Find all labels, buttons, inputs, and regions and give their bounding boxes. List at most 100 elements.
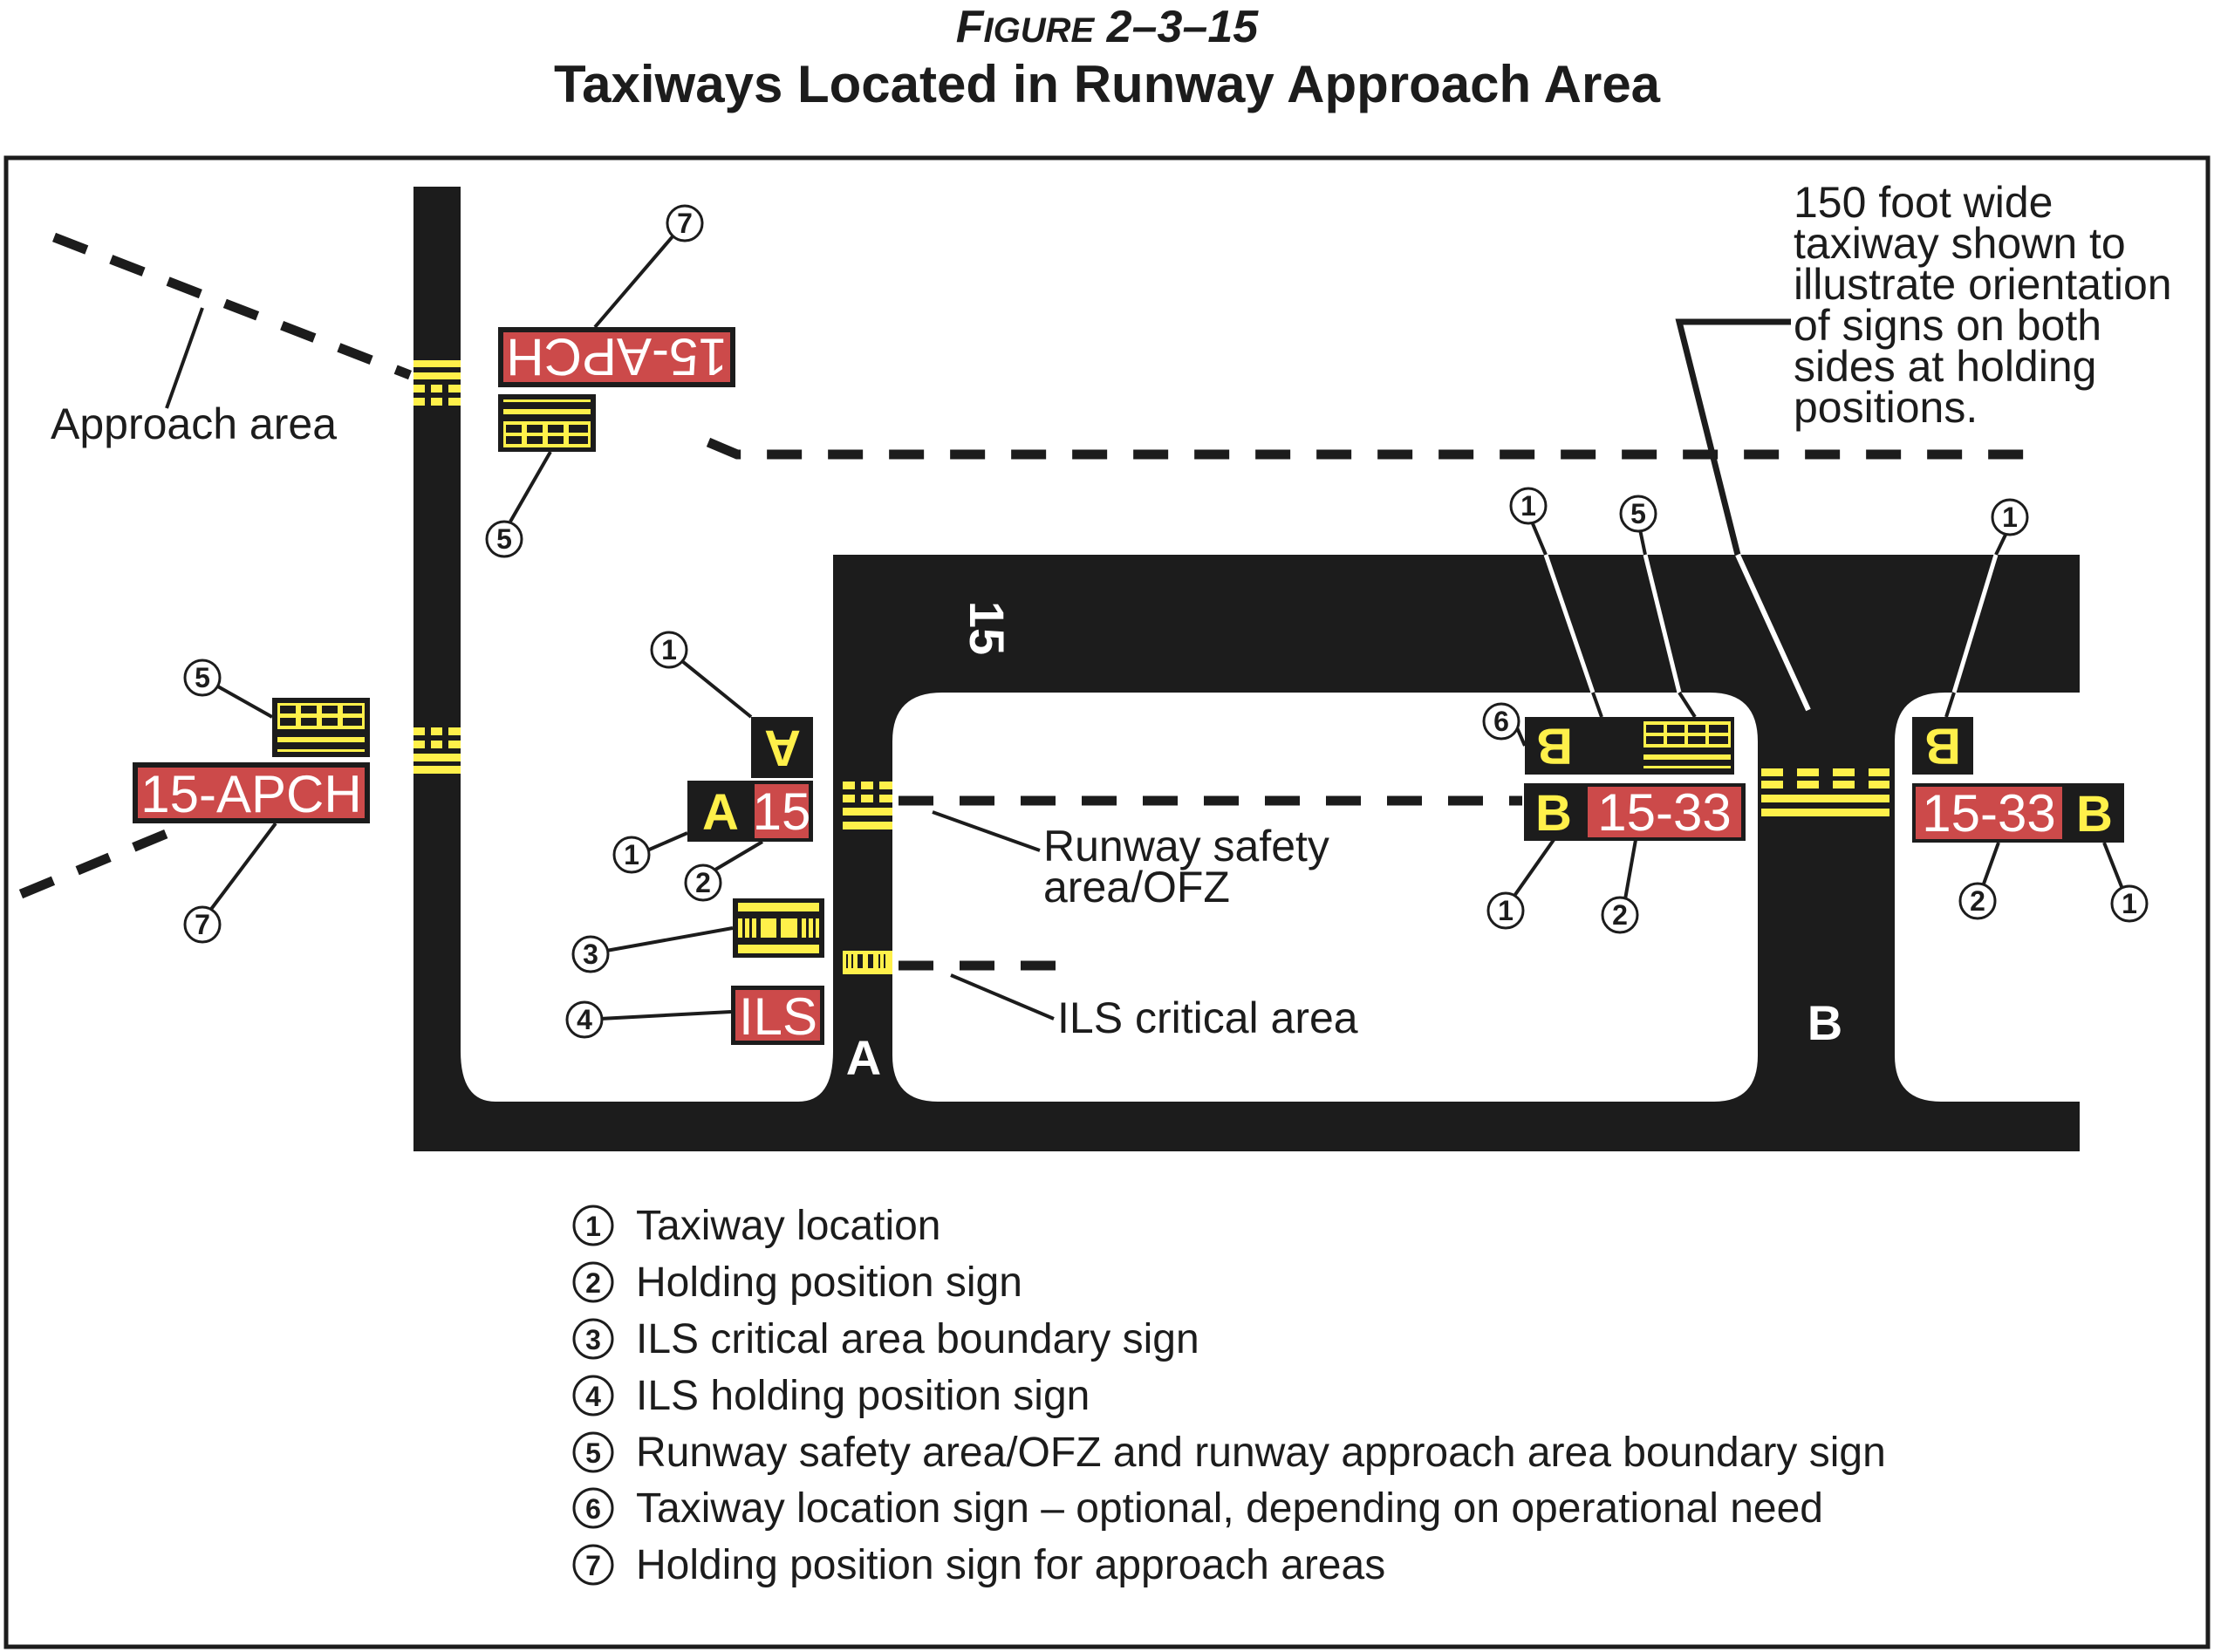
callout-1-a-inverted: 1 [650, 631, 688, 669]
callout-2-right: 2 [1958, 882, 1997, 920]
svg-text:7: 7 [677, 208, 693, 239]
svg-text:2: 2 [1970, 885, 1985, 917]
svg-text:B: B [1535, 785, 1572, 842]
callout-7-left: 7 [183, 905, 222, 944]
callout-7-top: 7 [666, 204, 704, 242]
svg-text:A: A [702, 784, 739, 841]
sign-approach-boundary-left [272, 698, 370, 757]
callouts: 7 5 5 7 1 1 2 3 4 1 5 6 1 2 1 2 1 [183, 204, 2149, 1039]
ils-critical-area-label: ILS critical area [1057, 993, 1358, 1042]
figure-title: Taxiways Located in Runway Approach Area [554, 55, 1661, 113]
svg-text:15-33: 15-33 [1922, 784, 2055, 843]
figure-number: FIGURE 2–3–15 [956, 2, 1260, 52]
callout-5-b: 5 [1619, 495, 1657, 533]
callout-5-left: 5 [183, 659, 222, 697]
approach-area-boundary-left [18, 825, 177, 899]
sign-taxiway-b-holding-right: 15-33 B [1912, 783, 2124, 843]
approach-area-label: Approach area [51, 399, 337, 448]
approach-hold-marking-left [413, 727, 461, 774]
sign-taxiway-b-holding-left: B 15-33 [1524, 783, 1746, 842]
legend-item: 4 ILS holding position sign [572, 1373, 1090, 1419]
callout-4: 4 [565, 1000, 604, 1039]
sign-taxiway-b-location-right-inverted: B [1912, 717, 1973, 775]
svg-text:Taxiway location: Taxiway location [636, 1203, 941, 1249]
svg-text:7: 7 [585, 1550, 601, 1581]
svg-text:5: 5 [1630, 498, 1646, 529]
taxiway-a-pavement-label: A [846, 1030, 881, 1085]
sign-15-apch-top: 15-APCH [498, 327, 735, 387]
approach-hold-marking-top [413, 360, 461, 406]
svg-text:Holding position sign: Holding position sign [636, 1259, 1022, 1306]
callout-1-a: 1 [612, 836, 651, 874]
svg-text:ILS holding position sign: ILS holding position sign [636, 1373, 1090, 1419]
callout-1-right-top: 1 [1991, 498, 2029, 536]
figure-frame [3, 155, 2211, 1649]
sign-ils-holding: ILS [731, 986, 824, 1046]
svg-text:1: 1 [2122, 888, 2137, 919]
sign-taxiway-b-location-optional: B [1525, 717, 1734, 775]
svg-text:15-33: 15-33 [1597, 783, 1731, 842]
legend-item: 7 Holding position sign for approach are… [572, 1542, 1385, 1588]
svg-text:15-APCH: 15-APCH [140, 765, 361, 823]
ils-critical-area-marking [843, 951, 892, 974]
svg-text:1: 1 [2002, 502, 2018, 533]
callout-2-b: 2 [1601, 896, 1639, 934]
svg-text:2: 2 [1612, 899, 1628, 931]
svg-text:1: 1 [661, 634, 677, 666]
svg-text:2: 2 [585, 1267, 601, 1299]
svg-text:B: B [1924, 718, 1961, 775]
legend-item: 3 ILS critical area boundary sign [572, 1316, 1199, 1362]
svg-text:ILS critical area boundary sig: ILS critical area boundary sign [636, 1316, 1199, 1362]
svg-text:15: 15 [753, 782, 811, 841]
sign-ils-critical-boundary [733, 898, 824, 958]
svg-text:1: 1 [1520, 490, 1536, 522]
legend-item: 6 Taxiway location sign – optional, depe… [572, 1485, 1823, 1532]
svg-text:ILS: ILS [739, 987, 817, 1046]
approach-area-boundary-right [706, 437, 2041, 460]
svg-text:15-APCH: 15-APCH [506, 328, 727, 386]
svg-text:B: B [2076, 786, 2113, 843]
callout-1-right-bottom: 1 [2110, 884, 2149, 923]
sign-15-apch-left: 15-APCH [133, 762, 370, 823]
callout-1-b-top: 1 [1509, 487, 1548, 525]
svg-text:6: 6 [585, 1493, 601, 1525]
legend: 1 Taxiway location 2 Holding position si… [572, 1203, 1886, 1588]
taxiway-a-hold-marking [843, 782, 892, 829]
svg-text:5: 5 [585, 1437, 601, 1469]
callout-2-a: 2 [684, 864, 722, 902]
approach-area-boundary-upper-left [52, 232, 412, 380]
taxiway-b-hold-marking [1761, 768, 1889, 816]
svg-text:Holding position sign for appr: Holding position sign for approach areas [636, 1542, 1385, 1588]
taxiway-b-pavement-label: B [1807, 995, 1842, 1050]
svg-text:3: 3 [583, 939, 598, 970]
svg-text:Runway safety area/OFZ and run: Runway safety area/OFZ and runway approa… [636, 1430, 1886, 1476]
svg-text:A: A [764, 720, 801, 776]
svg-text:7: 7 [195, 909, 210, 940]
legend-item: 5 Runway safety area/OFZ and runway appr… [572, 1430, 1886, 1476]
wide-taxiway-note: 150 foot wide taxiway shown to illustrat… [1794, 178, 2183, 432]
svg-text:4: 4 [577, 1004, 592, 1035]
svg-text:1: 1 [1498, 895, 1514, 926]
svg-text:1: 1 [624, 839, 639, 870]
svg-text:B: B [1536, 718, 1573, 775]
legend-item: 1 Taxiway location [572, 1203, 941, 1249]
sign-taxiway-a-location-inverted: A [751, 717, 813, 778]
callout-1-b-bottom: 1 [1486, 891, 1525, 930]
svg-text:3: 3 [585, 1324, 601, 1355]
sign-approach-boundary-top [498, 394, 596, 452]
svg-text:1: 1 [585, 1211, 601, 1242]
legend-item: 2 Holding position sign [572, 1259, 1022, 1306]
callout-3: 3 [571, 935, 610, 973]
svg-text:4: 4 [585, 1381, 601, 1412]
sign-taxiway-a-holding: A 15 [687, 781, 813, 842]
runway-designation-15: 15 [960, 601, 1015, 655]
svg-text:Taxiway location sign – option: Taxiway location sign – optional, depend… [636, 1485, 1823, 1532]
svg-text:6: 6 [1493, 706, 1509, 737]
callout-5-top: 5 [485, 520, 523, 558]
svg-text:2: 2 [695, 867, 711, 898]
svg-text:5: 5 [496, 523, 512, 555]
callout-6: 6 [1482, 702, 1520, 741]
svg-text:5: 5 [195, 662, 210, 693]
